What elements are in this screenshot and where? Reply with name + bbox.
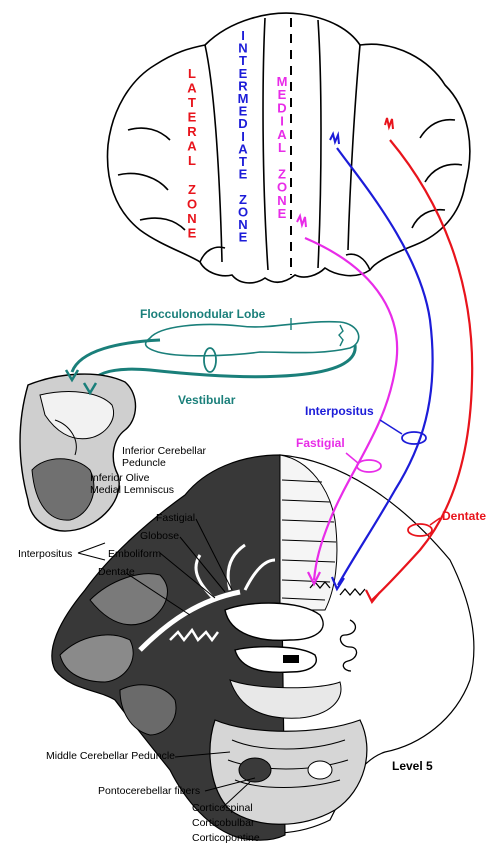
fastigial-pathway-label: Fastigial — [296, 436, 345, 450]
cerebellum-outline — [106, 12, 471, 284]
vestibular-tract-2 — [88, 344, 357, 386]
pontocerebellar-fibers-label: Pontocerebellar fibers — [98, 785, 200, 797]
fastigial-arrowhead — [307, 571, 321, 587]
interpositus-arrowhead — [330, 576, 345, 592]
medulla-section — [19, 373, 137, 532]
dentate-pathway — [371, 139, 474, 601]
cortex-marker-magenta — [296, 213, 307, 229]
dentate-nucleus-label: Dentate — [98, 566, 135, 578]
pons-leader-lines — [174, 751, 256, 809]
vestibular-marker — [203, 347, 217, 373]
middle-cerebellar-peduncle-label: Middle Cerebellar Peduncle — [46, 750, 175, 762]
dentate-pathway-label: Dentate — [442, 509, 486, 523]
vestibular-arrow-left — [64, 369, 80, 383]
vestibular-tract — [70, 338, 161, 373]
interpositus-pathway-label: Interpositus — [305, 404, 374, 418]
medial-lemniscus-label: Medial Lemniscus — [90, 484, 174, 496]
pons-section — [51, 454, 475, 841]
level-label: Level 5 — [392, 759, 433, 773]
dentate-arrowhead — [365, 589, 381, 605]
nucleus-leader-lines — [77, 518, 233, 616]
fastigial-nucleus-label: Fastigial — [156, 512, 195, 524]
corticopontine-label: Corticopontine — [192, 832, 260, 844]
corticobulbar-label: Corticobulbar — [192, 817, 255, 829]
interpositus-nucleus-label: Interpositus — [18, 548, 72, 560]
inferior-cerebellar-peduncle-label-1: Inferior Cerebellar — [122, 445, 207, 457]
fastigial-pathway — [304, 236, 399, 581]
flocculonodular-squiggle — [338, 324, 344, 347]
interpositus-marker — [401, 431, 427, 445]
corticospinal-label: Corticospinal — [192, 802, 253, 814]
dentate-marker — [407, 523, 433, 537]
interpositus-tick — [379, 419, 403, 435]
flocculonodular-lobe-outline — [144, 320, 360, 357]
globose-nucleus-label: Globose — [140, 530, 179, 542]
emboliform-nucleus-label: Emboliform — [108, 548, 161, 560]
flocculonodular-lobe-label: Flocculonodular Lobe — [140, 307, 266, 321]
inferior-cerebellar-peduncle-label-2: Peduncle — [122, 457, 166, 469]
inferior-olive-label: Inferior Olive — [90, 472, 150, 484]
dentate-tick — [429, 517, 441, 526]
fastigial-marker — [356, 459, 382, 473]
fastigial-tick — [345, 452, 359, 464]
interpositus-pathway — [336, 147, 434, 586]
vestibular-arrow-right — [82, 382, 98, 396]
cortex-marker-blue — [329, 131, 340, 146]
vestibular-label: Vestibular — [178, 393, 236, 407]
cortex-marker-red — [384, 117, 394, 131]
